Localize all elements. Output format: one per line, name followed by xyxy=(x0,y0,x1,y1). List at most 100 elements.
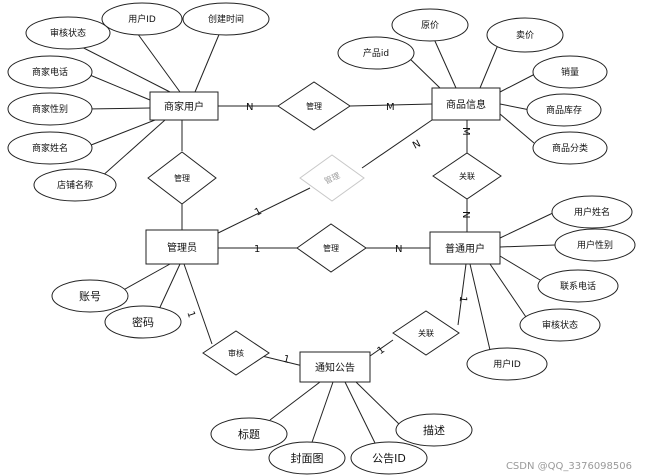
attr-notice-desc: 描述 xyxy=(395,413,473,447)
edge-merchant-created xyxy=(194,24,224,93)
rel-admin-notice-label: 审核 xyxy=(228,348,244,358)
edge-rel3-product xyxy=(361,119,433,169)
card-product-rel3-N: N xyxy=(411,138,423,151)
rel-merchant-admin: 管理 xyxy=(147,151,217,205)
card-admin-rel6-1: 1 xyxy=(184,310,196,319)
entity-user-label: 普通用户 xyxy=(445,242,485,255)
attr-product-pid: 产品id xyxy=(337,36,415,70)
attr-product-category-label: 商品分类 xyxy=(552,142,588,154)
entity-product: 商品信息 xyxy=(431,87,501,121)
rel-merchant-product: 管理 xyxy=(277,81,351,131)
rel-admin-product: 管理 xyxy=(299,154,365,202)
watermark: CSDN @QQ_3376098506 xyxy=(506,461,632,472)
attr-merchant-userid-label: 用户ID xyxy=(128,13,156,25)
attr-product-sales-label: 销量 xyxy=(561,66,579,78)
edge-notice-cover xyxy=(309,381,334,449)
entity-admin-label: 管理员 xyxy=(167,241,197,254)
attr-admin-account-label: 账号 xyxy=(79,290,101,303)
edge-admin-account xyxy=(117,263,171,294)
attr-user-id-label: 用户ID xyxy=(493,358,521,370)
edge-user-id xyxy=(469,263,491,351)
attr-product-stock: 商品库存 xyxy=(526,93,602,127)
attr-merchant-created-label: 创建时间 xyxy=(208,13,244,25)
entity-product-label: 商品信息 xyxy=(446,98,486,111)
rel-admin-user-label: 管理 xyxy=(323,243,339,253)
attr-user-phone: 联系电话 xyxy=(537,269,619,303)
rel-user-notice-label: 关联 xyxy=(418,328,434,338)
entity-user: 普通用户 xyxy=(429,231,501,265)
entity-admin: 管理员 xyxy=(145,229,219,265)
card-merchant-N: N xyxy=(246,102,253,113)
edge-user-gender xyxy=(499,244,556,248)
entity-notice: 通知公告 xyxy=(299,351,371,383)
attr-notice-cover: 封面图 xyxy=(268,441,346,475)
edge-product-maijia xyxy=(479,39,501,89)
edge-rel7-notice xyxy=(369,339,394,357)
edge-notice-id xyxy=(344,381,376,444)
attr-merchant-phone-label: 商家电话 xyxy=(32,66,68,78)
edge-product-category xyxy=(499,113,535,144)
attr-admin-password: 密码 xyxy=(104,305,182,339)
attr-merchant-audit: 审核状态 xyxy=(25,16,111,50)
card-product-rel4-M: M xyxy=(460,127,471,136)
attr-notice-id: 公告ID xyxy=(350,441,428,475)
attr-product-pid-label: 产品id xyxy=(363,47,389,59)
edge-merchant-gender xyxy=(85,107,151,110)
card-admin-rel5-1: 1 xyxy=(254,244,260,255)
card-product-M: M xyxy=(386,102,395,113)
attr-user-audit: 审核状态 xyxy=(519,308,601,342)
attr-product-sales: 销量 xyxy=(532,55,608,89)
edge-merchant-audit xyxy=(67,39,171,93)
attr-merchant-name: 商家姓名 xyxy=(7,131,93,165)
edge-product-stock xyxy=(499,103,531,111)
attr-user-name-label: 用户姓名 xyxy=(574,206,610,218)
card-notice-rel6-1: 1 xyxy=(282,354,291,366)
edge-merchant-name xyxy=(85,119,156,148)
rel-admin-user: 管理 xyxy=(296,223,367,273)
attr-merchant-gender-label: 商家性别 xyxy=(32,103,68,115)
attr-merchant-audit-label: 审核状态 xyxy=(50,27,86,39)
attr-user-name: 用户姓名 xyxy=(551,195,633,229)
attr-product-stock-label: 商品库存 xyxy=(546,104,582,116)
attr-user-phone-label: 联系电话 xyxy=(560,280,596,292)
entity-merchant: 商家用户 xyxy=(149,91,219,121)
cardinalities: N M 1 N M N 1 N 1 1 1 1 xyxy=(184,102,471,366)
attr-product-yuanjia-label: 原价 xyxy=(421,20,439,31)
edge-admin-rel6 xyxy=(183,263,213,345)
attr-merchant-phone: 商家电话 xyxy=(7,55,93,89)
rel-merchant-admin-label: 管理 xyxy=(174,173,190,183)
rel-product-user-label: 关联 xyxy=(459,171,475,181)
attr-merchant-created: 创建时间 xyxy=(182,2,270,36)
card-user-rel7-1: 1 xyxy=(457,295,469,302)
card-notice-rel7-1: 1 xyxy=(375,344,387,357)
edge-product-pid xyxy=(405,54,441,89)
rel-product-user: 关联 xyxy=(432,152,502,200)
edge-notice-desc xyxy=(355,381,401,426)
attr-notice-cover-label: 封面图 xyxy=(291,451,324,465)
attr-user-audit-label: 审核状态 xyxy=(542,319,578,331)
attr-merchant-name-label: 商家姓名 xyxy=(32,142,68,154)
attr-notice-title: 标题 xyxy=(210,417,288,451)
edge-merchant-userid xyxy=(131,25,181,93)
attr-product-category: 商品分类 xyxy=(532,131,608,165)
attr-admin-password-label: 密码 xyxy=(132,315,154,329)
attr-notice-desc-label: 描述 xyxy=(423,423,445,437)
edge-rel1-product xyxy=(349,103,433,107)
edge-admin-rel3 xyxy=(211,187,311,237)
edge-product-sales xyxy=(499,73,536,93)
attr-merchant-gender: 商家性别 xyxy=(7,92,93,126)
rel-user-notice: 关联 xyxy=(392,310,460,356)
card-admin-rel3-1: 1 xyxy=(253,206,264,219)
edge-rel6-notice xyxy=(261,355,304,367)
rel-admin-notice: 审核 xyxy=(202,330,270,376)
attr-product-maijia-label: 卖价 xyxy=(516,30,534,41)
entity-merchant-label: 商家用户 xyxy=(164,100,204,113)
attr-user-id: 用户ID xyxy=(466,347,548,381)
attr-admin-account: 账号 xyxy=(51,279,129,313)
edge-user-rel7 xyxy=(457,263,467,326)
edge-user-name xyxy=(499,211,556,239)
card-user-rel5-N: N xyxy=(395,244,402,255)
attr-notice-title-label: 标题 xyxy=(238,427,260,441)
edge-notice-title xyxy=(269,381,321,421)
edge-user-phone xyxy=(499,255,546,284)
